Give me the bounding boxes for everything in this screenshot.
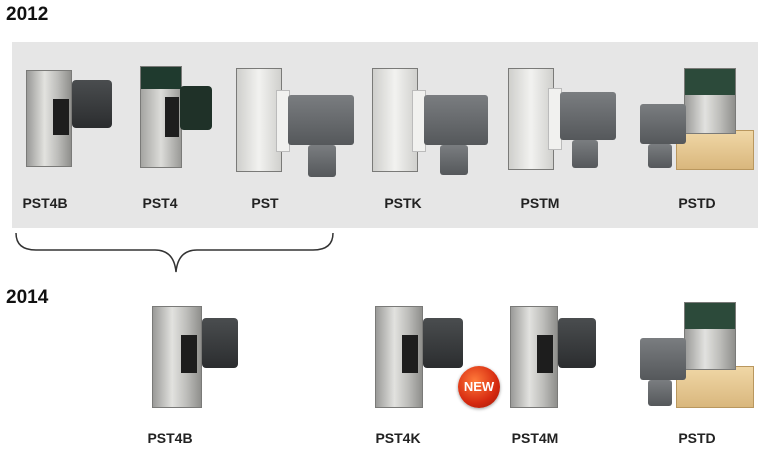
- label-pstd-2014: PSTD: [678, 430, 716, 446]
- label-pst4k: PST4K: [375, 430, 421, 446]
- label-pst4b-2014: PST4B: [147, 430, 193, 446]
- label-pstd-2012: PSTD: [678, 195, 716, 211]
- label-pst: PST: [251, 195, 279, 211]
- label-pst4b-2012: PST4B: [22, 195, 68, 211]
- label-pst4m: PST4M: [511, 430, 559, 446]
- label-pstm: PSTM: [520, 195, 560, 211]
- year-2012: 2012: [6, 4, 49, 25]
- label-pst4: PST4: [142, 195, 178, 211]
- label-pstk: PSTK: [384, 195, 422, 211]
- new-badge: NEW: [458, 366, 500, 408]
- year-2014: 2014: [6, 287, 49, 308]
